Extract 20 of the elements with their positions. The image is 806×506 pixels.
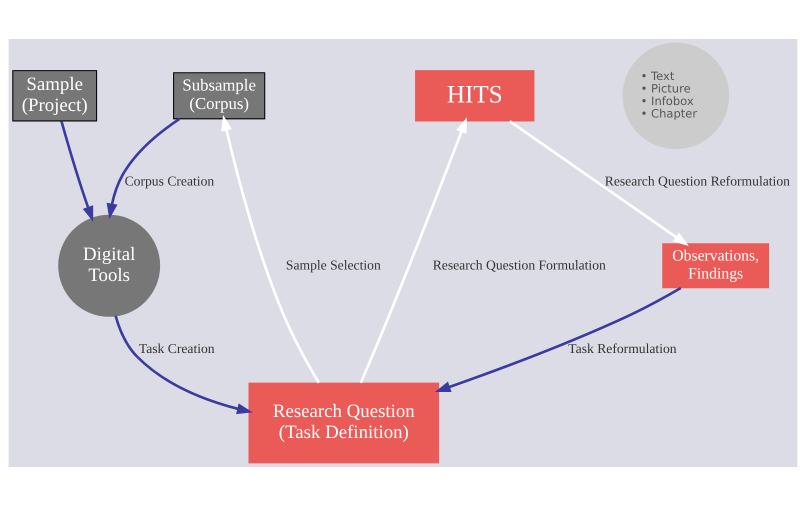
arrow (434, 286, 682, 392)
arrow (360, 117, 467, 384)
edge-label: Task Creation (138, 341, 215, 356)
node-box: Research Question (Task Definition) (248, 382, 440, 464)
node-box: Sample (Project) (12, 70, 98, 122)
edge-label: Research Question Formulation (432, 257, 606, 272)
arrow (509, 120, 689, 246)
node-box: Observations, Findings (662, 243, 770, 288)
arrow (106, 118, 180, 220)
arrow (221, 115, 320, 384)
edge-label: Research Question Reformulation (604, 173, 790, 188)
node-circle: • Text • Picture • Infobox • Chapter (622, 42, 730, 150)
node-box: HITS (415, 70, 534, 122)
arrow (60, 120, 94, 222)
edge-label: Corpus Creation (124, 173, 214, 188)
edge-label: Sample Selection (286, 257, 381, 272)
node-box: Subsample (Corpus) (173, 72, 266, 120)
node-circle: Digital Tools (58, 214, 160, 317)
arrow (114, 316, 253, 414)
edge-label: Task Reformulation (568, 341, 677, 356)
